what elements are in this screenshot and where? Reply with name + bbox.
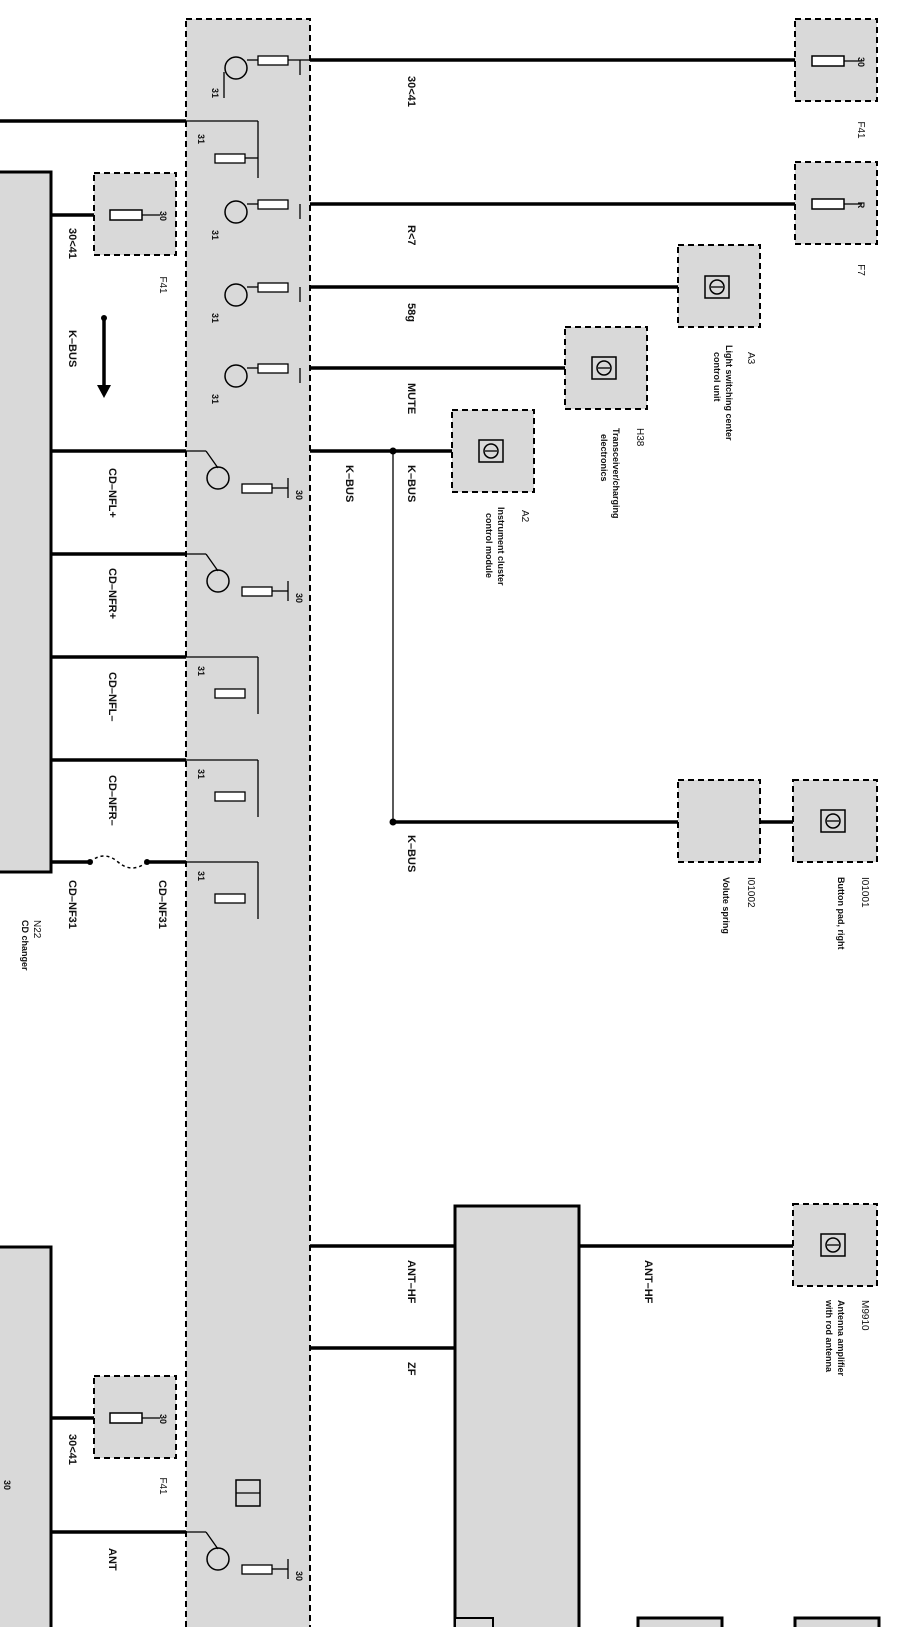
- a2-name-line2: control module: [484, 513, 494, 578]
- resistor-31-c: 31: [186, 759, 259, 817]
- m9910-id: M9910: [859, 1300, 870, 1331]
- label-cd-nf31-a: CD–NF31: [66, 880, 78, 929]
- label-30-41-bottom: 30<41: [66, 1434, 78, 1465]
- transistor-1: 31: [210, 55, 310, 98]
- n22-id: N22: [31, 920, 42, 939]
- i01001-id: I01001: [859, 877, 870, 908]
- label-cd-nfr-plus: CD–NFR+: [106, 568, 118, 619]
- pin-30-label: 30: [158, 1414, 168, 1424]
- m9910-name-line1: Antenna amplifier: [836, 1300, 846, 1377]
- pin-31-label: 31: [210, 313, 220, 323]
- pin-30-label: 30: [856, 57, 866, 67]
- i01001-button-pad: I01001 Button pad, right: [792, 779, 878, 949]
- label-kbus-cd: K–BUS: [66, 330, 78, 367]
- antenna-block: [453, 1204, 581, 1627]
- central-module: [185, 18, 311, 1627]
- antenna-block-inner: [454, 1617, 494, 1627]
- i01001-name: Button pad, right: [836, 877, 846, 949]
- pin-31-label: 31: [210, 230, 220, 240]
- lower-left-module: [0, 1245, 53, 1627]
- transistor-2: 31: [210, 199, 301, 240]
- pin-30-label: 30: [294, 1571, 304, 1581]
- pin-31-label: 31: [210, 88, 220, 98]
- label-30-41-left: 30<41: [66, 228, 78, 259]
- resistor-31-d: 31: [186, 861, 259, 919]
- a3-light-switching-unit: A3 Light switching center control unit: [677, 244, 761, 441]
- resistor-31-b: 31: [186, 656, 259, 714]
- bottom-box-right1: [636, 1616, 724, 1627]
- label-30-41-top: 30<41: [405, 76, 417, 107]
- label-cd-nfr-minus: CD–NFR–: [106, 775, 118, 826]
- a2-instrument-cluster: A2 Instrument cluster control module: [451, 409, 535, 586]
- cd-changer-module: [0, 170, 53, 874]
- resistor-31-a: 31: [186, 120, 259, 178]
- label-kbus-a: K–BUS: [405, 465, 417, 502]
- fuse-f41-left: 30 F41: [93, 172, 177, 294]
- m9910-name-line2: with rod antenna: [824, 1299, 834, 1373]
- antenna-symbol: [235, 1479, 261, 1507]
- label-58g: 58g: [405, 303, 417, 322]
- fuse-f41-top: 30 F41: [794, 18, 878, 139]
- a3-id: A3: [745, 352, 756, 365]
- a3-name-line1: Light switching center: [724, 345, 734, 441]
- f7-id: F7: [855, 264, 866, 276]
- label-ant-hf-b: ANT–HF: [642, 1260, 654, 1304]
- pin-30-label: 30: [294, 593, 304, 603]
- pin-31-label: 31: [210, 394, 220, 404]
- h38-id: H38: [634, 428, 645, 447]
- pin-30-label: 30: [158, 211, 168, 221]
- pin-31-label: 31: [196, 666, 206, 676]
- pin-r-label: R: [856, 202, 866, 209]
- label-zf: ZF: [405, 1362, 417, 1376]
- h38-name-line2: electronics: [599, 434, 609, 482]
- fuse-f41-bottom: 30 F41: [93, 1375, 177, 1495]
- f41-bottom-id: F41: [157, 1477, 168, 1495]
- a2-id: A2: [519, 510, 530, 523]
- pin-31-label: 31: [196, 769, 206, 779]
- label-mute: MUTE: [405, 383, 417, 414]
- f41-left-id: F41: [157, 276, 168, 294]
- transistor-3: 31: [210, 282, 301, 323]
- i01002-volute-spring: I01002 Volute spring: [677, 779, 761, 934]
- wires: [0, 58, 795, 1534]
- pin-30-label: 30: [294, 490, 304, 500]
- fuse-f7: R F7: [794, 161, 878, 276]
- central-module-symbols: 31 31 31 31 31: [186, 55, 310, 1581]
- label-r7: R<7: [405, 225, 417, 246]
- a2-name-line1: Instrument cluster: [496, 507, 506, 586]
- transistor-6: 30: [186, 553, 304, 603]
- wire-labels: 30<41 R<7 58g MUTE K–BUS K–BUS K–BUS K–B…: [2, 76, 654, 1571]
- h38-name-line1: Transceiver/charging: [611, 428, 621, 519]
- m9910-antenna-amplifier: M9910 Antenna amplifier with rod antenna: [792, 1203, 878, 1377]
- transistor-5: 30: [186, 450, 304, 500]
- label-kbus-c: K–BUS: [405, 835, 417, 872]
- a3-name-line2: control unit: [712, 352, 722, 402]
- pin-31-label: 31: [196, 871, 206, 881]
- i01002-id: I01002: [745, 877, 756, 908]
- n22-name: CD changer: [20, 920, 30, 971]
- transistor-4: 31: [210, 363, 301, 404]
- transistor-7: 30: [186, 1531, 304, 1581]
- pin-31-label: 31: [196, 134, 206, 144]
- bottom-box-right2: [793, 1616, 881, 1627]
- label-cd-nfl-plus: CD–NFL+: [106, 468, 118, 518]
- label-ant: ANT: [106, 1548, 118, 1571]
- i01002-name: Volute spring: [721, 877, 731, 934]
- h38-transceiver: H38 Transceiver/charging electronics: [564, 326, 648, 519]
- f41-top-id: F41: [855, 121, 866, 139]
- label-cd-nfl-minus: CD–NFL–: [106, 672, 118, 722]
- pin-30-lower-left: 30: [2, 1480, 12, 1490]
- label-cd-nf31-b: CD–NF31: [156, 880, 168, 929]
- label-ant-hf-a: ANT–HF: [405, 1260, 417, 1304]
- label-kbus-b: K–BUS: [343, 465, 355, 502]
